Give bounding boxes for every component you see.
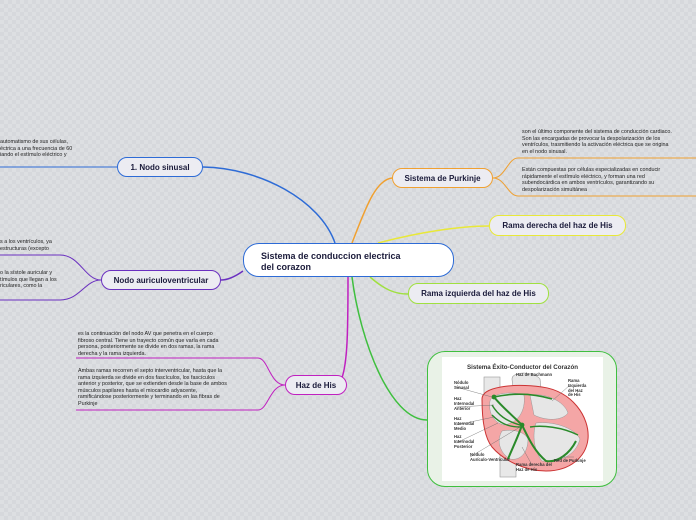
note-line: ramificándose posteriormente y terminand…	[78, 394, 220, 401]
label-line: Internodal	[454, 400, 475, 406]
note-av-2[interactable]: o la sístole auricular y tímulos que lle…	[0, 270, 70, 290]
note-haz-his-1[interactable]: es la continuación del nodo AV que penet…	[78, 331, 258, 357]
label-line: Rama	[568, 378, 580, 383]
note-line: ventrículos, trasmitiendo la activación …	[522, 142, 669, 149]
note-line: Ambas ramas recorren el septo interventr…	[78, 368, 223, 374]
node-nodo-sinusal[interactable]: 1. Nodo sinusal	[117, 157, 203, 177]
node-rama-izquierda[interactable]: Rama izquierda del haz de His	[408, 283, 549, 304]
label-haz-anterior: Haz Internodal Anterior	[454, 396, 475, 411]
label-haz-posterior: Haz Internodal Posterior	[454, 434, 475, 449]
label-line: Haz	[454, 396, 462, 401]
note-line: persona, posteriormente se divide en dos…	[78, 344, 215, 351]
node-haz-de-his-label: Haz de His	[295, 380, 337, 390]
label-line: Nódulo	[470, 452, 485, 457]
note-haz-his-2[interactable]: Ambas ramas recorren el septo interventr…	[78, 368, 258, 408]
note-line: estructuras (excepto	[0, 245, 49, 252]
node-rama-derecha[interactable]: Rama derecha del haz de His	[489, 215, 626, 236]
node-nodo-auriculoventricular[interactable]: Nodo auriculoventricular	[101, 270, 221, 290]
note-line: despolarización simultánea	[522, 186, 588, 193]
label-haz-medio: Haz Internodal Medio	[454, 416, 475, 431]
label-line: Aurículo-Ventricular	[470, 456, 511, 462]
label-line: Internodal	[454, 438, 475, 444]
label-line: Nódulo	[454, 380, 469, 385]
node-rama-izquierda-label: Rama izquierda del haz de His	[421, 289, 536, 298]
note-av-1[interactable]: s a los ventrículos, ya estructuras (exc…	[0, 239, 70, 252]
central-topic[interactable]: Sistema de conduccion electrica del cora…	[243, 243, 454, 277]
note-line: Son las encargadas de provocar la despol…	[522, 135, 661, 142]
note-line: fibroso central. Tiene un trayecto común…	[78, 337, 219, 344]
node-sistema-de-purkinje-label: Sistema de Purkinje	[404, 173, 481, 183]
note-line: Están compuestas por células especializa…	[522, 167, 661, 173]
central-title-line2: del corazon	[261, 262, 312, 272]
note-line: riculares, como la	[0, 283, 43, 290]
note-purkinje-1[interactable]: son el último componente del sistema de …	[522, 129, 696, 155]
label-rama-izquierda: Rama Izquierda del Haz de His	[568, 378, 587, 398]
node-nodo-sinusal-label: 1. Nodo sinusal	[130, 162, 190, 172]
label-bachmann: Haz de Bachmann	[516, 372, 553, 377]
heart-diagram: Sistema Éxito-Conductor del Corazón Haz …	[442, 357, 603, 481]
node-haz-de-his[interactable]: Haz de His	[285, 375, 347, 395]
label-line: Internodal	[454, 420, 475, 426]
label-nodulo-sinusal: Nódulo Sinusal	[454, 380, 469, 391]
note-line: en el nodo sinusal.	[522, 148, 567, 155]
note-line: músculos papilares hasta el miocardio ad…	[78, 387, 198, 394]
note-line: iando el estímulo eléctrico y	[0, 152, 67, 159]
node-nodo-auriculoventricular-label: Nodo auriculoventricular	[113, 275, 209, 285]
label-line: Rama derecha del	[516, 462, 552, 467]
note-line: automatismo de sus células,	[0, 139, 69, 145]
note-line: subendocárdica en ambos ventrículos, gar…	[522, 180, 655, 187]
note-line: Purkinje	[78, 400, 98, 407]
note-line: son el último componente del sistema de …	[522, 129, 672, 135]
label-line: Haz de His	[516, 466, 538, 472]
label-rama-derecha: Rama derecha del Haz de His	[516, 462, 552, 473]
note-line: rápidamente el estímulo eléctrico, y for…	[522, 173, 645, 180]
node-rama-derecha-label: Rama derecha del haz de His	[502, 221, 613, 230]
note-line: derecha y la rama izquierda.	[78, 350, 147, 357]
note-line: s a los ventrículos, ya	[0, 239, 52, 245]
note-line: rama izquierda se divide en dos fascícul…	[78, 374, 215, 381]
central-title-line1: Sistema de conduccion electrica	[261, 251, 401, 261]
label-line: Haz	[454, 434, 462, 439]
note-line: es la continuación del nodo AV que penet…	[78, 331, 213, 337]
note-line: anterior y posterior, que se extienden d…	[78, 381, 227, 388]
note-nodo-sinusal[interactable]: automatismo de sus células, éctrica a un…	[0, 139, 100, 159]
heart-diagram-title: Sistema Éxito-Conductor del Corazón	[466, 364, 579, 371]
note-line: o la sístole auricular y	[0, 270, 53, 276]
label-line: Haz	[454, 416, 462, 421]
label-line: Medio	[454, 425, 467, 431]
label-nodulo-av: Nódulo Aurículo-Ventricular	[470, 452, 511, 463]
label-line: Izquierda	[568, 382, 587, 388]
note-line: tímulos que llegan a los	[0, 276, 57, 283]
label-line: del Haz	[568, 387, 583, 393]
note-purkinje-2[interactable]: Están compuestas por células especializa…	[522, 167, 696, 193]
label-red-purkinje: Red de Purkinje	[554, 458, 586, 463]
label-line: de His	[568, 392, 581, 398]
node-sistema-de-purkinje[interactable]: Sistema de Purkinje	[392, 168, 493, 188]
heart-illustration	[455, 372, 589, 478]
label-line: Posterior	[454, 443, 473, 449]
note-line: éctrica a una frecuencia de 60	[0, 145, 73, 152]
label-line: Anterior	[454, 405, 471, 411]
label-line: Sinusal	[454, 384, 469, 390]
